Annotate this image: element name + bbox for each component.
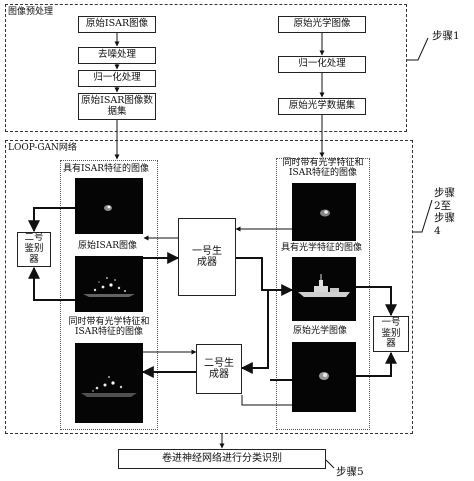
left-mid-caption: 原始ISAR图像 bbox=[78, 241, 137, 251]
preprocess-title: 图像预处理 bbox=[8, 7, 54, 17]
right-image-column bbox=[276, 158, 370, 430]
isar-dataset-box: 原始ISAR图像数据集 bbox=[78, 93, 156, 120]
optical-original-box: 原始光学图像 bbox=[278, 16, 366, 33]
discriminator-one-label: 一号鉴别器 bbox=[381, 316, 401, 350]
combined-left-target bbox=[81, 376, 137, 397]
isar-feature-image bbox=[75, 178, 143, 234]
loop-gan-title: LOOP-GAN网络 bbox=[8, 143, 77, 153]
arrow-d1-bottom bbox=[356, 351, 397, 377]
arrow-d2-bottom bbox=[28, 266, 75, 301]
isar-original-box: 原始ISAR图像 bbox=[78, 16, 156, 33]
combined-right-target bbox=[320, 209, 330, 217]
discriminator-two-box: 二号鉴别器 bbox=[17, 232, 51, 267]
step2-callout bbox=[413, 199, 433, 233]
loop-gan-section bbox=[5, 140, 413, 434]
original-optical-image bbox=[292, 342, 356, 412]
classification-box: 卷进神经网络进行分类识别 bbox=[118, 449, 326, 469]
left-image-column bbox=[60, 160, 158, 430]
normalize-left-box: 归一化处理 bbox=[78, 70, 156, 87]
step-1-label: 步骤1 bbox=[432, 30, 460, 42]
generator-two-label: 二号生成器 bbox=[204, 357, 234, 381]
combined-left-image bbox=[75, 343, 143, 423]
right-top-caption: 同时带有光学特征和ISAR特征的图像 bbox=[282, 158, 364, 179]
step-2-4-label: 步骤2至步骤4 bbox=[434, 187, 455, 237]
step5-callout bbox=[325, 459, 335, 469]
discriminator-two-label: 二号鉴别器 bbox=[24, 232, 44, 265]
step1-callout bbox=[407, 37, 429, 61]
left-bottom-caption: 同时带有光学特征和ISAR特征的图像 bbox=[68, 317, 150, 338]
original-isar-target bbox=[83, 277, 135, 297]
original-isar-image bbox=[75, 256, 143, 312]
optical-feature-image bbox=[292, 257, 356, 321]
normalize-right-box: 归一化处理 bbox=[278, 56, 366, 73]
right-mid-caption: 具有光学特征的图像 bbox=[281, 243, 363, 253]
arrow-gen1-to-optical-feature bbox=[236, 257, 294, 296]
left-top-caption: 具有ISAR特征的图像 bbox=[63, 164, 149, 174]
denoise-box: 去噪处理 bbox=[78, 47, 156, 64]
combined-right-image bbox=[292, 183, 356, 241]
arrow-d2-top bbox=[28, 207, 75, 233]
preprocess-section bbox=[5, 4, 407, 132]
isar-feature-target bbox=[104, 205, 112, 211]
generator-one-label: 一号生成器 bbox=[192, 245, 222, 269]
right-bottom-caption: 原始光学图像 bbox=[293, 326, 348, 336]
optical-target bbox=[319, 372, 329, 380]
ship-silhouette bbox=[298, 274, 350, 297]
discriminator-one-box: 一号鉴别器 bbox=[373, 316, 409, 352]
optical-dataset-box: 原始光学数据集 bbox=[278, 98, 366, 115]
arrow-combined-to-gen2 bbox=[240, 289, 292, 374]
step-5-label: 步骤5 bbox=[336, 466, 364, 478]
arrow-gen2-from-right bbox=[241, 395, 292, 406]
arrow-d1-top bbox=[356, 286, 397, 317]
